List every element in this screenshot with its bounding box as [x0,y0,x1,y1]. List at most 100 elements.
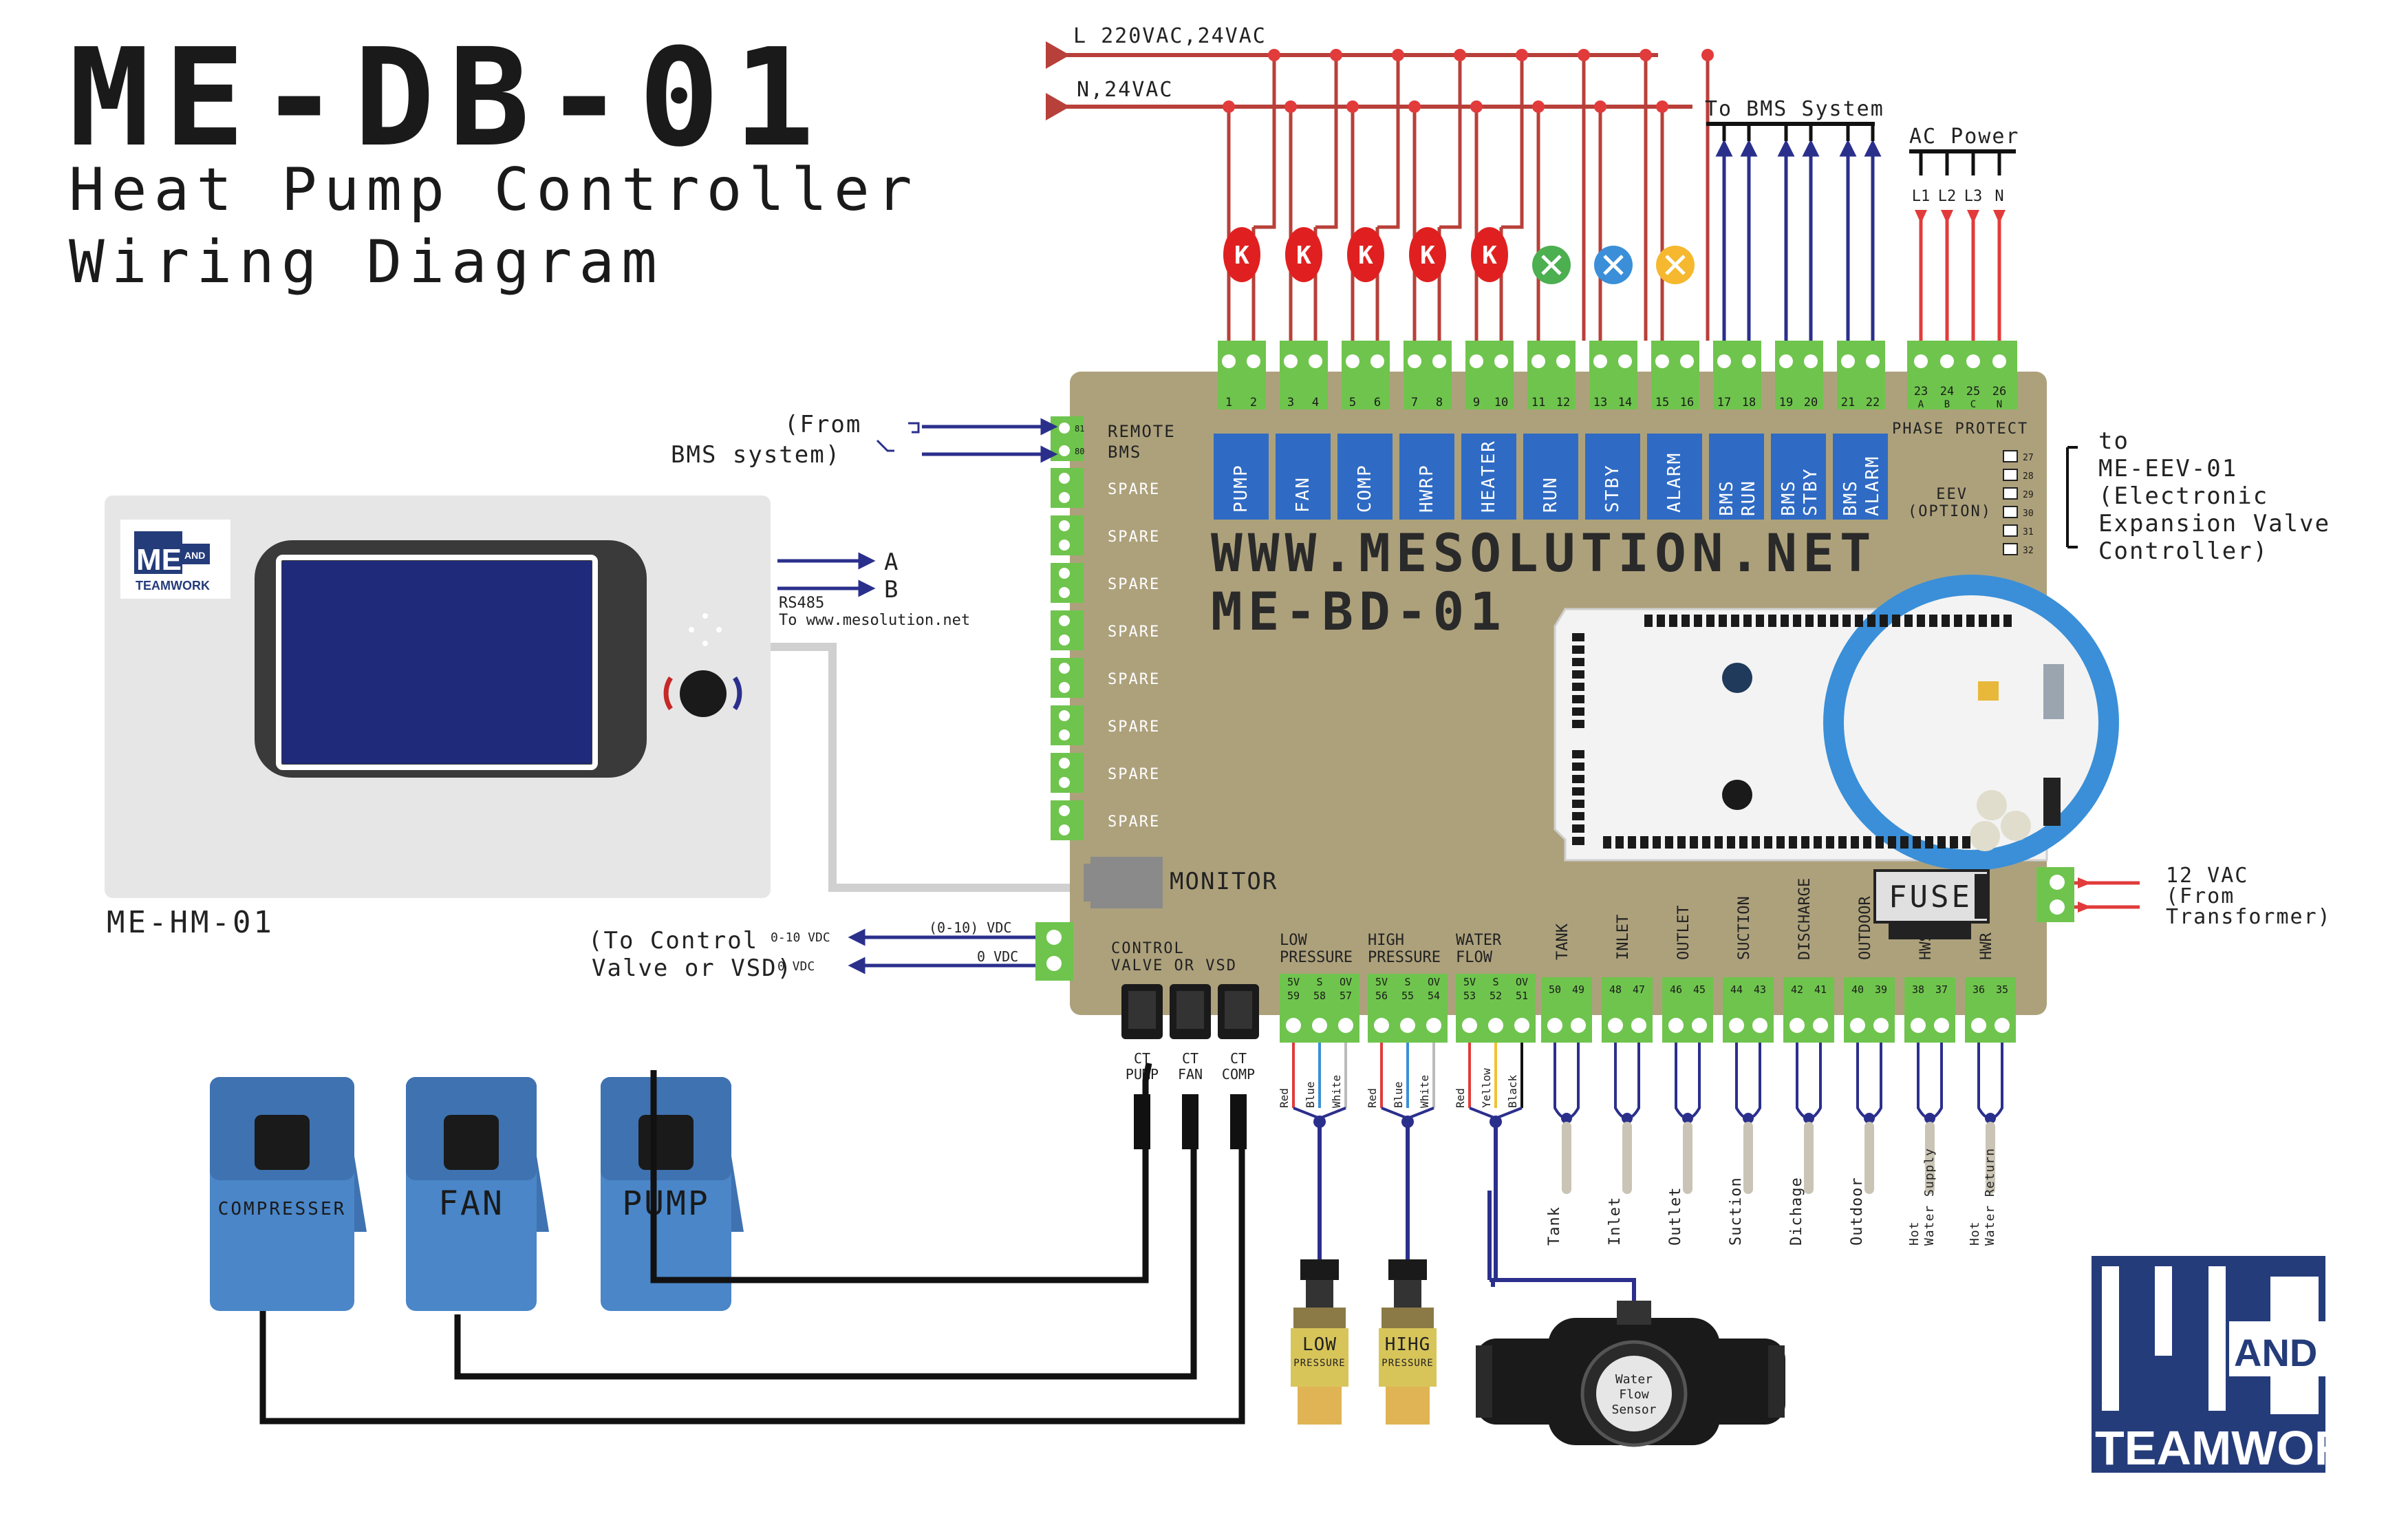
terminal-number: 58 [1313,990,1326,1002]
relay-label: COMP [1355,464,1375,513]
pressure-label-line1: LOW [1302,1334,1337,1355]
header-pin [1851,836,1859,849]
spare-label: SPARE [1108,718,1160,736]
temp-input-label: OUTLET [1675,906,1692,960]
wire-junction [1803,1113,1814,1124]
header-pin [1979,615,1987,627]
relay-label-box [1523,434,1578,520]
ct-jack-socket [1225,991,1252,1029]
terminal-screw [1059,710,1070,721]
wire-junction [1864,1113,1875,1124]
terminal-screw [1531,354,1545,368]
wire-junction [1594,100,1606,113]
terminal-screw [1059,663,1070,674]
terminal-number: 6 [1374,396,1381,409]
spare-label: SPARE [1108,623,1160,641]
lamp-cross [1665,255,1686,275]
terminal-letter: A [1918,399,1924,410]
pressure-label-line2: PRESSURE [1293,1358,1345,1369]
rs485-link [771,552,1070,892]
spare-label: SPARE [1108,766,1160,783]
rs485-to: To www.mesolution.net [779,612,970,629]
ac-arrow [1993,210,2006,224]
pressure-body-top [1394,1280,1421,1308]
ac-phase-label: L3 [1964,188,1983,205]
header-pin [1572,683,1584,691]
ct-latch [731,1156,744,1232]
eev-label2: (OPTION) [1908,503,1992,520]
terminal-number: 26 [1992,385,2006,398]
header-pin [1962,836,1970,849]
probe-label-line2: Water Return [1983,1148,1997,1246]
header-pin [1731,615,1739,627]
header-pin [1929,615,1937,627]
terminal-screw [1742,354,1756,368]
cv-sig-bot: 0 VDC [977,948,1018,965]
header-pin [1900,836,1909,849]
pin-label: OV [1516,976,1528,988]
terminal-number: 52 [1490,990,1502,1002]
terminal-screw [1432,354,1446,368]
header-pin [1657,615,1665,627]
cv-left-top: 0-10 VDC [771,930,830,945]
pressure-hex [1293,1308,1346,1328]
terminal-screw [1059,473,1070,484]
pressure-body [1379,1328,1437,1387]
terminal-screw [1668,1018,1684,1033]
hmi-logo-me: ME [136,543,182,577]
temp-terminal [1904,977,1955,1043]
pin-label: S [1316,976,1322,988]
header-pin [1768,615,1776,627]
temp-input-label: DISCHARGE [1796,878,1814,960]
pressure-body-top [1306,1280,1333,1308]
temp-terminal [1723,977,1774,1043]
pressure-label-line2: PRESSURE [1382,1358,1433,1369]
terminal-screw [1059,520,1070,531]
eev-pin [2003,524,2018,537]
header-pin [1818,615,1826,627]
bms-output-label: To BMS System [1705,97,1884,121]
contactor-coil-icon [1471,227,1508,282]
ac-phase-label: N [1995,188,2003,205]
flow-sensor-line1: Water [1615,1372,1653,1387]
pin-label: 5V [1375,976,1388,988]
temp-terminal [1662,977,1713,1043]
header-pin [1954,615,1962,627]
terminal-screw [1408,354,1421,368]
header-pin [1793,615,1801,627]
header-pin [1925,836,1933,849]
wire-junction [1532,100,1545,113]
contactor-label: K [1482,242,1497,270]
header-pin [1653,836,1661,849]
probe-wire [1675,1043,1701,1120]
contactor-coil-icon [1347,227,1384,282]
relay-label-box [1399,434,1454,520]
monitor-port [1084,857,1163,908]
sensor-input-terminals: LOWPRESSURE5V59S58OV57HIGHPRESSURE5V56S5… [1280,878,2016,1043]
terminal-screw [1789,1018,1805,1033]
header-pin [1628,836,1636,849]
pin-label: S [1404,976,1410,988]
ct-sensor-label: FAN [438,1184,504,1223]
terminal-number: 1 [1225,396,1232,409]
relay-label-box [1214,434,1269,520]
relay-label-box [1337,434,1393,520]
terminal-screw [1286,1018,1301,1033]
relay-terminal-base [1589,375,1637,409]
eev-to: to [2098,427,2129,455]
eev-to-line5: Controller) [2098,537,2268,565]
control-valve-label1: CONTROL [1111,940,1185,957]
rs485-b: B [884,576,899,604]
wire-junction [1268,49,1280,61]
relay-label: HEATER [1479,440,1499,513]
terminal-screw [1680,354,1694,368]
wire-color-label: Blue [1304,1081,1317,1108]
ac12-terminal [2036,867,2140,922]
terminal-screw [1059,492,1070,503]
probe-label-line2: Water Supply [1922,1148,1937,1246]
ct-sensor-label: PUMP [622,1184,710,1223]
analog-input-label2: FLOW [1456,949,1493,966]
header-pin [1719,615,1727,627]
